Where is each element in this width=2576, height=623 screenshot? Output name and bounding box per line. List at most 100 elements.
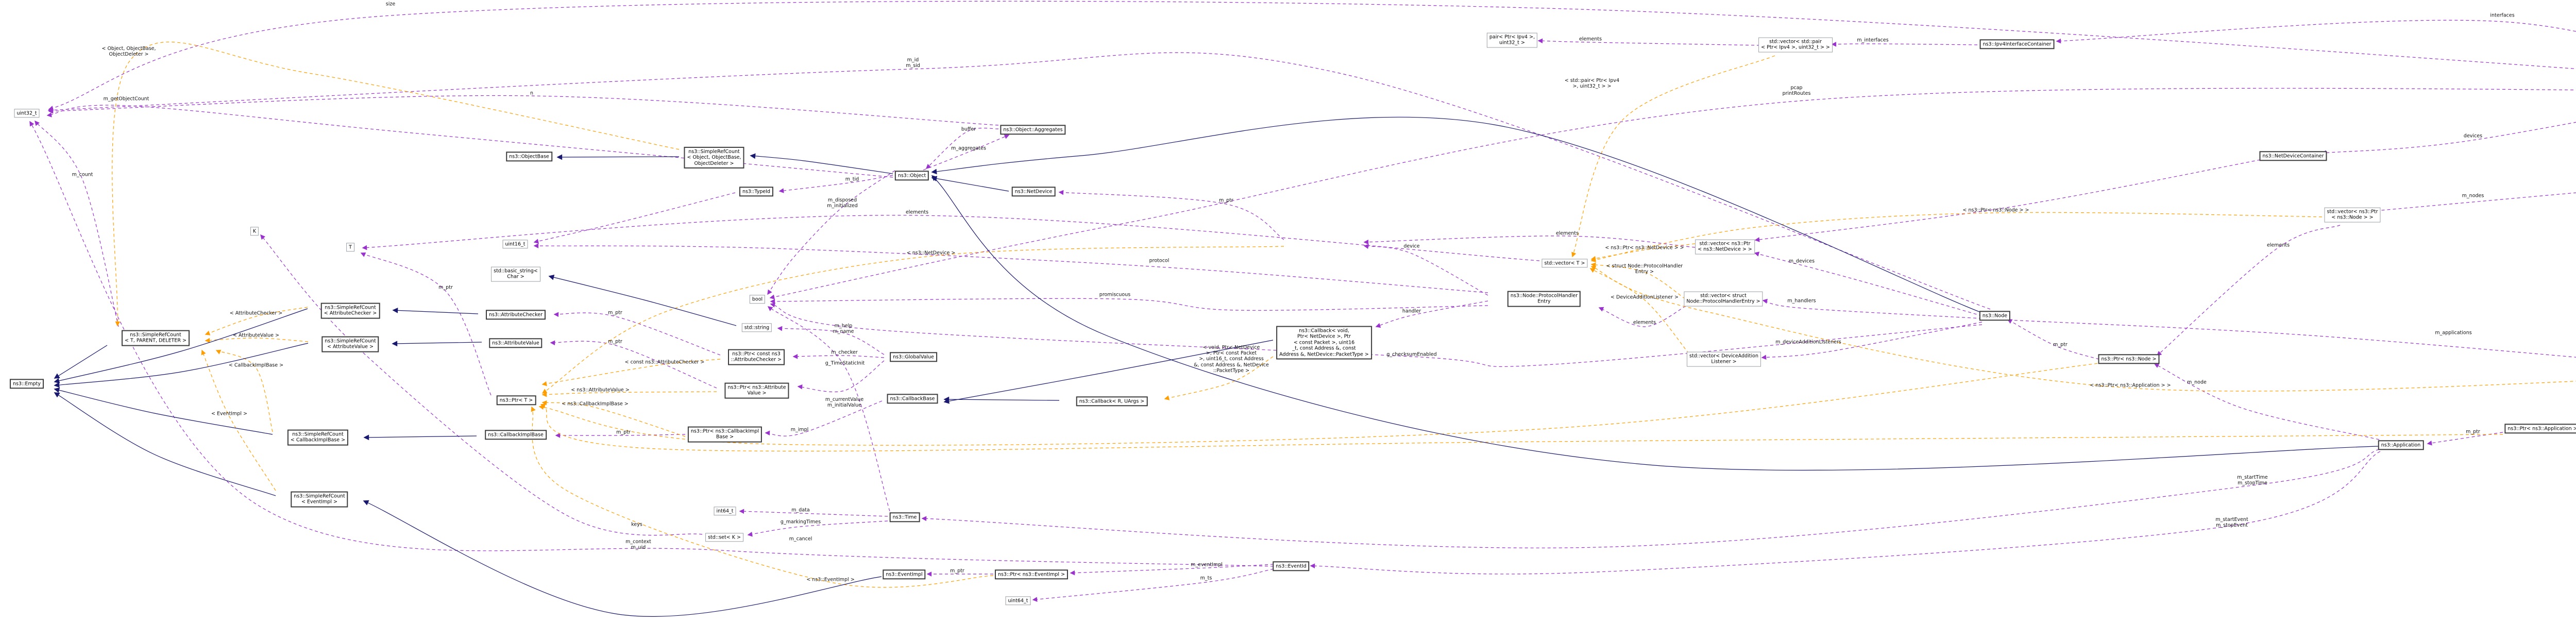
node-ptr-app[interactable]: ns3::Ptr< ns3::Application > xyxy=(2504,424,2576,434)
node-src-ei[interactable]: ns3::SimpleRefCount < EventImpl > xyxy=(291,491,348,508)
node-empty[interactable]: ns3::Empty xyxy=(9,379,44,389)
edge-label: < EventImpl > xyxy=(211,411,247,417)
edge-label: elements xyxy=(1555,230,1579,237)
edge-label: m_ts xyxy=(1200,575,1212,581)
node-eventimpl[interactable]: ns3::EventImpl xyxy=(883,569,926,580)
node-std-set[interactable]: std::set< K > xyxy=(705,533,743,542)
node-eventid[interactable]: ns3::EventId xyxy=(1273,561,1310,571)
node-basic-string[interactable]: std::basic_string< Char > xyxy=(491,266,540,282)
node-uint32_t[interactable]: uint32_t xyxy=(14,109,40,118)
diagram-edge xyxy=(48,1,2576,111)
diagram-edge xyxy=(921,449,2380,548)
diagram-edge xyxy=(541,246,1284,394)
diagram-edge xyxy=(1590,243,1696,261)
edge-label: elements xyxy=(2266,242,2290,248)
edge-label: g_TimeStaticInit xyxy=(825,360,865,366)
diagram-edge xyxy=(201,349,276,491)
node-callbackimplbase[interactable]: ns3::CallbackImplBase xyxy=(485,430,547,440)
node-pair-ipv4[interactable]: pair< Ptr< Ipv4 >, uint32_t > xyxy=(1486,32,1538,48)
node-uint16_t[interactable]: uint16_t xyxy=(502,240,528,249)
edge-label: size xyxy=(385,1,396,7)
node-attributechecker[interactable]: ns3::AttributeChecker xyxy=(486,310,546,320)
diagram-edge xyxy=(1590,262,1686,299)
node-objectbase[interactable]: ns3::ObjectBase xyxy=(506,151,552,162)
node-ptr-eventimpl[interactable]: ns3::Ptr< ns3::EventImpl > xyxy=(994,569,1069,580)
diagram-edge xyxy=(392,341,482,347)
diagram-edge xyxy=(533,243,1488,293)
diagram-edge xyxy=(767,170,895,295)
node-netdevice[interactable]: ns3::NetDevice xyxy=(1011,187,1056,197)
node-application[interactable]: ns3::Application xyxy=(2378,440,2424,450)
diagram-edge xyxy=(925,127,999,169)
node-ptr-node[interactable]: ns3::Ptr< ns3::Node > xyxy=(2098,354,2160,364)
node-std-string[interactable]: std::string xyxy=(741,323,772,332)
edge-label: m_id m_sid xyxy=(906,57,920,69)
diagram-edge xyxy=(1598,306,1686,327)
edge-label: m_devices xyxy=(1788,258,1815,264)
edge-label: m_count xyxy=(72,172,93,178)
node-aggregates[interactable]: ns3::Object::Aggregates xyxy=(1000,125,1066,135)
node-callback-inst[interactable]: ns3::Callback< void, Ptr< NetDevice >, P… xyxy=(1276,326,1372,360)
diagram-edge xyxy=(541,400,686,437)
diagram-edge xyxy=(1754,158,2266,242)
node-ptr-const-ac[interactable]: ns3::Ptr< const ns3 ::AttributeChecker > xyxy=(728,349,785,365)
diagram-edge xyxy=(548,274,737,326)
edge-label: m_handlers xyxy=(1787,298,1816,304)
node-ptr-cib[interactable]: ns3::Ptr< ns3::CallbackImpl Base > xyxy=(687,426,762,443)
edge-label: < CallbackImplBase > xyxy=(228,362,284,368)
node-vector-pair[interactable]: std::vector< std::pair < Ptr< Ipv4 >, ui… xyxy=(1758,37,1833,53)
edge-label: < Object, ObjectBase, ObjectDeleter > xyxy=(101,45,156,57)
diagram-edge xyxy=(1375,300,1488,328)
diagram-edge xyxy=(943,340,1274,404)
node-ptr-av[interactable]: ns3::Ptr< ns3::Attribute Value > xyxy=(724,382,789,399)
node-bool[interactable]: bool xyxy=(749,295,766,304)
node-vector-phe[interactable]: std::vector< struct Node::ProtocolHandle… xyxy=(1684,291,1763,307)
diagram-edge xyxy=(541,359,721,386)
node-globalvalue[interactable]: ns3::GlobalValue xyxy=(890,352,937,362)
node-vector-dal[interactable]: std::vector< DeviceAddition Listener > xyxy=(1687,351,1761,367)
diagram-edge xyxy=(2056,20,2576,44)
diagram-edge xyxy=(2375,192,2576,213)
node-ipv4interfacecontainer[interactable]: ns3::Ipv4InterfaceContainer xyxy=(1979,39,2055,49)
node-src-cib[interactable]: ns3::SimpleRefCount < CallbackImplBase > xyxy=(287,429,349,446)
node-phe[interactable]: ns3::Node::ProtocolHandler Entry xyxy=(1507,291,1581,307)
diagram-edge xyxy=(54,345,108,379)
diagram-edge xyxy=(1761,322,1982,360)
diagram-edge xyxy=(2007,319,2105,361)
edge-label: m_ptr xyxy=(608,310,622,316)
edge-label: pcap printRoutes xyxy=(1782,85,1811,96)
node-object[interactable]: ns3::Object xyxy=(894,171,929,181)
edge-label: < ns3::CallbackImplBase > xyxy=(562,401,629,407)
node-src-object[interactable]: ns3::SimpleRefCount < Object, ObjectBase… xyxy=(684,146,744,169)
diagram-edge xyxy=(739,509,888,517)
edge-label: m_ptr xyxy=(438,284,453,291)
node-typeid[interactable]: ns3::TypeId xyxy=(739,187,774,197)
diagram-edge xyxy=(1762,298,1982,319)
node-time[interactable]: ns3::Time xyxy=(889,512,920,523)
edge-label: < std::pair< Ptr< Ipv4 >, uint32_t > > xyxy=(1564,77,1620,89)
node-K[interactable]: K xyxy=(250,227,259,236)
edge-label: elements xyxy=(1579,36,1602,42)
edge-label: m_context m_uid xyxy=(625,538,651,550)
node-callbackbase[interactable]: ns3::CallbackBase xyxy=(887,394,938,404)
edge-label: interfaces xyxy=(2490,12,2515,19)
node-src-ac[interactable]: ns3::SimpleRefCount < AttributeChecker > xyxy=(320,302,380,319)
node-int64_t[interactable]: int64_t xyxy=(714,507,736,516)
node-vector-node[interactable]: std::vector< ns3::Ptr < ns3::Node > > xyxy=(2324,207,2381,223)
diagram-edge xyxy=(1537,38,1760,46)
node-netdevicecontainer[interactable]: ns3::NetDeviceContainer xyxy=(2259,151,2327,161)
node-vector-T[interactable]: std::vector< T > xyxy=(1541,259,1588,268)
node-src-av[interactable]: ns3::SimpleRefCount < AttributeValue > xyxy=(321,336,379,352)
node-vector-netdevice[interactable]: std::vector< ns3::Ptr < ns3::NetDevice >… xyxy=(1695,239,1755,255)
node-T[interactable]: T xyxy=(346,243,354,252)
diagram-edge xyxy=(538,362,2104,446)
node-callback-template[interactable]: ns3::Callback< R, UArgs > xyxy=(1076,396,1148,407)
node-node[interactable]: ns3::Node xyxy=(1979,311,2011,321)
node-attributevalue[interactable]: ns3::AttributeValue xyxy=(489,338,543,348)
node-ptr-T[interactable]: ns3::Ptr< T > xyxy=(496,395,536,406)
edge-label: devices xyxy=(2463,133,2483,139)
edge-label: m_nodes xyxy=(2462,193,2484,199)
node-uint64_t[interactable]: uint64_t xyxy=(1005,596,1031,605)
diagram-edge xyxy=(360,252,492,396)
node-src-template[interactable]: ns3::SimpleRefCount < T, PARENT, DELETER… xyxy=(122,330,190,346)
